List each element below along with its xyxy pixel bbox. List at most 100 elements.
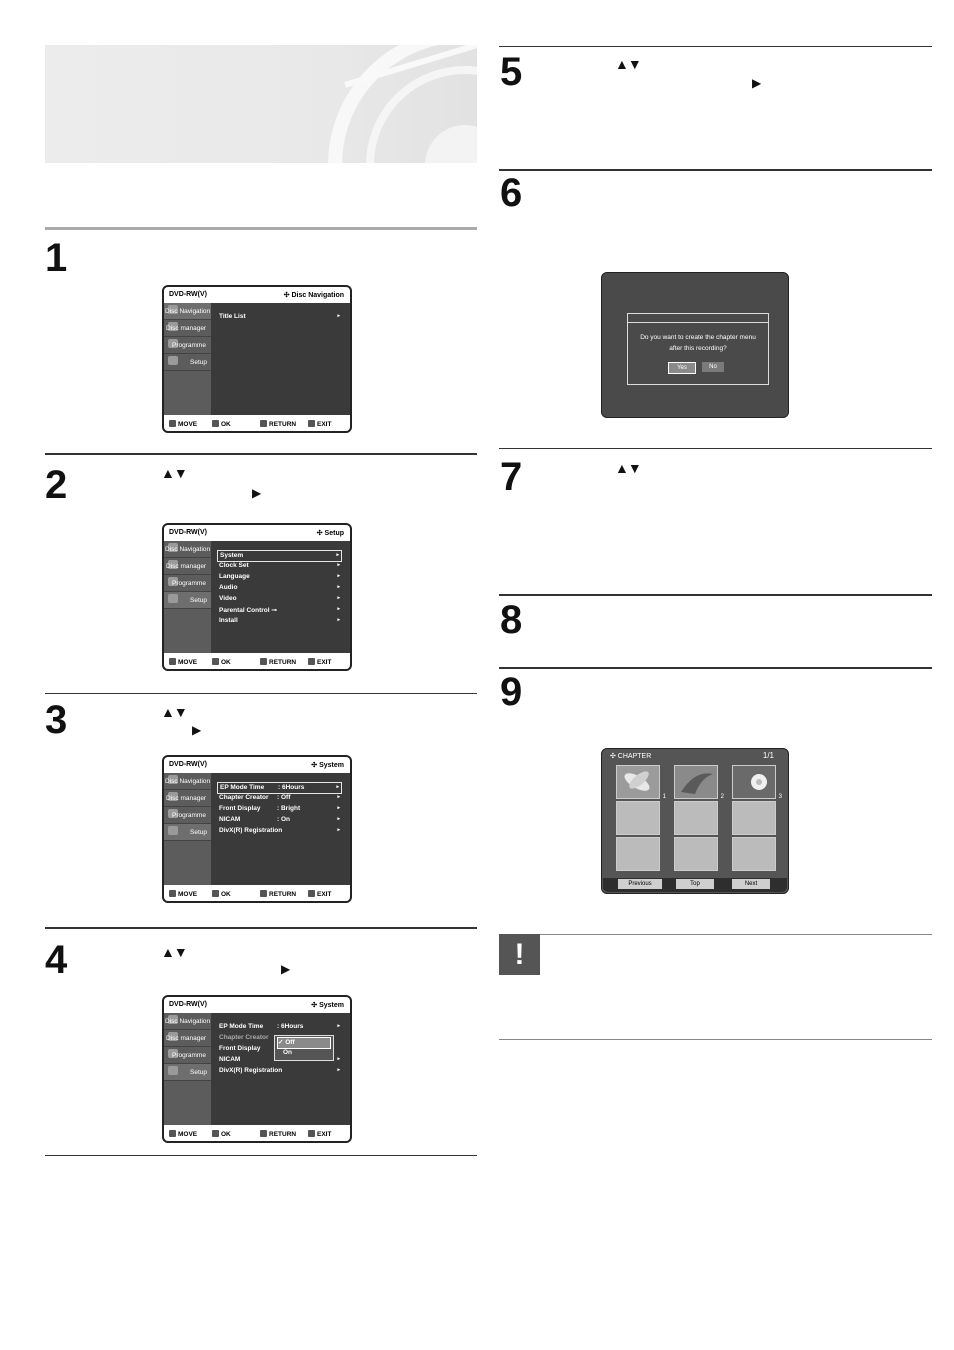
chapter-header: ✣ CHAPTER <box>610 753 652 760</box>
gear-icon <box>168 1066 178 1075</box>
menu-row-ep-mode-time[interactable]: EP Mode Time: 6Hours▸ <box>217 782 342 794</box>
disc-icon <box>168 322 178 331</box>
chapter-thumbnail-1[interactable]: 1 <box>616 765 666 800</box>
menu-area: EP Mode Time: 6Hours▸ Chapter Creator Fr… <box>213 1013 350 1125</box>
menu-row-divx-registration[interactable]: DivX(R) Registration▸ <box>219 1067 340 1074</box>
screen-title: ✣ System <box>311 762 344 769</box>
side-item-disc-navigation[interactable]: Disc Navigation <box>164 541 211 558</box>
device-label: DVD-RW(V) <box>169 1001 207 1008</box>
side-item-setup[interactable]: Setup <box>164 1064 211 1081</box>
step-number-6: 6 <box>500 171 523 215</box>
exit-icon <box>308 420 315 427</box>
film-icon <box>168 305 178 314</box>
side-menu: Disc Navigation Disc manager Programme S… <box>164 773 211 885</box>
screen-disc-navigation: DVD-RW(V) ✣ Disc Navigation Disc Navigat… <box>162 285 352 433</box>
side-item-disc-manager[interactable]: Disc manager <box>164 558 211 575</box>
side-item-disc-navigation[interactable]: Disc Navigation <box>164 773 211 790</box>
screen-title-bar: DVD-RW(V) ✣ Disc Navigation <box>164 287 350 303</box>
device-label: DVD-RW(V) <box>169 291 207 298</box>
screen-system: DVD-RW(V) ✣ System Disc Navigation Disc … <box>162 755 352 903</box>
ok-icon <box>212 890 219 897</box>
top-button[interactable]: Top <box>676 879 714 889</box>
side-item-programme[interactable]: Programme <box>164 1047 211 1064</box>
step-number-4: 4 <box>45 938 68 982</box>
menu-row-parental-control[interactable]: Parental Control ⊸▸ <box>219 606 340 614</box>
side-item-programme[interactable]: Programme <box>164 337 211 354</box>
side-item-disc-manager[interactable]: Disc manager <box>164 320 211 337</box>
side-item-setup[interactable]: Setup <box>164 592 211 609</box>
menu-row-system[interactable]: System▸ <box>217 550 342 562</box>
side-item-disc-manager[interactable]: Disc manager <box>164 790 211 807</box>
section-rule <box>45 227 477 230</box>
step-divider <box>499 169 932 171</box>
step-divider <box>45 1155 477 1156</box>
step-divider <box>499 448 932 449</box>
film-icon <box>168 775 178 784</box>
chapter-thumbnail-2[interactable]: 2 <box>674 765 724 800</box>
step-number-1: 1 <box>45 236 68 280</box>
step-divider <box>45 927 477 929</box>
dialog-message: Do you want to create the chapter menu a… <box>640 334 756 352</box>
screen-setup: DVD-RW(V) ✣ Setup Disc Navigation Disc m… <box>162 523 352 671</box>
device-label: DVD-RW(V) <box>169 761 207 768</box>
screen-title: ✣ System <box>311 1002 344 1009</box>
side-item-programme[interactable]: Programme <box>164 575 211 592</box>
film-icon <box>168 1015 178 1024</box>
previous-button[interactable]: Previous <box>618 879 662 889</box>
menu-row-language[interactable]: Language▸ <box>219 573 340 580</box>
return-icon <box>260 890 267 897</box>
chapter-creator-options: ✓ Off On <box>274 1035 334 1061</box>
move-icon <box>169 890 176 897</box>
option-on[interactable]: On <box>283 1049 293 1056</box>
side-item-setup[interactable]: Setup <box>164 354 211 371</box>
side-item-disc-navigation[interactable]: Disc Navigation <box>164 1013 211 1030</box>
menu-row-clock-set[interactable]: Clock Set▸ <box>219 562 340 569</box>
note-divider <box>499 1039 932 1040</box>
right-arrow-icon: ▶ <box>192 723 202 737</box>
yes-button[interactable]: Yes <box>668 362 696 374</box>
menu-row-nicam[interactable]: NICAM: On▸ <box>219 816 340 823</box>
right-arrow-icon: ▶ <box>752 76 762 90</box>
menu-row-install[interactable]: Install▸ <box>219 617 340 624</box>
chapter-thumbnail-empty <box>732 801 776 835</box>
side-item-disc-manager[interactable]: Disc manager <box>164 1030 211 1047</box>
up-down-arrows-icon: ▲▼ <box>161 465 188 481</box>
step-divider <box>499 46 932 47</box>
side-menu: Disc Navigation Disc manager Programme S… <box>164 1013 211 1125</box>
device-label: DVD-RW(V) <box>169 529 207 536</box>
next-button[interactable]: Next <box>732 879 770 889</box>
screen-footer: MOVE OK RETURN EXIT <box>164 653 350 669</box>
menu-row-front-display[interactable]: Front Display <box>219 1045 261 1052</box>
exit-icon <box>308 658 315 665</box>
menu-row-divx-registration[interactable]: DivX(R) Registration▸ <box>219 827 340 834</box>
dialog-title-line <box>628 322 768 323</box>
no-button[interactable]: No <box>702 362 724 372</box>
screen-title: ✣ Disc Navigation <box>283 292 344 299</box>
chapter-thumbnail-3[interactable]: 3 <box>732 765 782 800</box>
option-off[interactable]: ✓ Off <box>277 1037 331 1049</box>
clock-icon <box>168 577 178 586</box>
header-banner <box>45 45 477 163</box>
menu-row-front-display[interactable]: Front Display: Bright▸ <box>219 805 340 812</box>
side-item-setup[interactable]: Setup <box>164 824 211 841</box>
screen-footer: MOVE OK RETURN EXIT <box>164 415 350 431</box>
menu-row-title-list[interactable]: Title List▸ <box>219 313 340 320</box>
step-number-7: 7 <box>500 455 523 499</box>
side-menu: Disc Navigation Disc manager Programme S… <box>164 303 211 415</box>
menu-row-chapter-creator[interactable]: Chapter Creator: Off▸ <box>219 794 340 801</box>
menu-row-chapter-creator[interactable]: Chapter Creator <box>219 1034 269 1041</box>
step-number-9: 9 <box>500 670 523 714</box>
side-item-programme[interactable]: Programme <box>164 807 211 824</box>
return-icon <box>260 420 267 427</box>
clock-icon <box>168 339 178 348</box>
menu-row-audio[interactable]: Audio▸ <box>219 584 340 591</box>
ok-icon <box>212 1130 219 1137</box>
note-divider <box>499 934 932 935</box>
step-number-8: 8 <box>500 598 523 642</box>
menu-row-ep-mode-time[interactable]: EP Mode Time: 6Hours▸ <box>219 1023 340 1030</box>
menu-row-video[interactable]: Video▸ <box>219 595 340 602</box>
ok-icon <box>212 658 219 665</box>
side-item-disc-navigation[interactable]: Disc Navigation <box>164 303 211 320</box>
menu-area: EP Mode Time: 6Hours▸ Chapter Creator: O… <box>213 773 350 885</box>
step-divider <box>499 667 932 669</box>
